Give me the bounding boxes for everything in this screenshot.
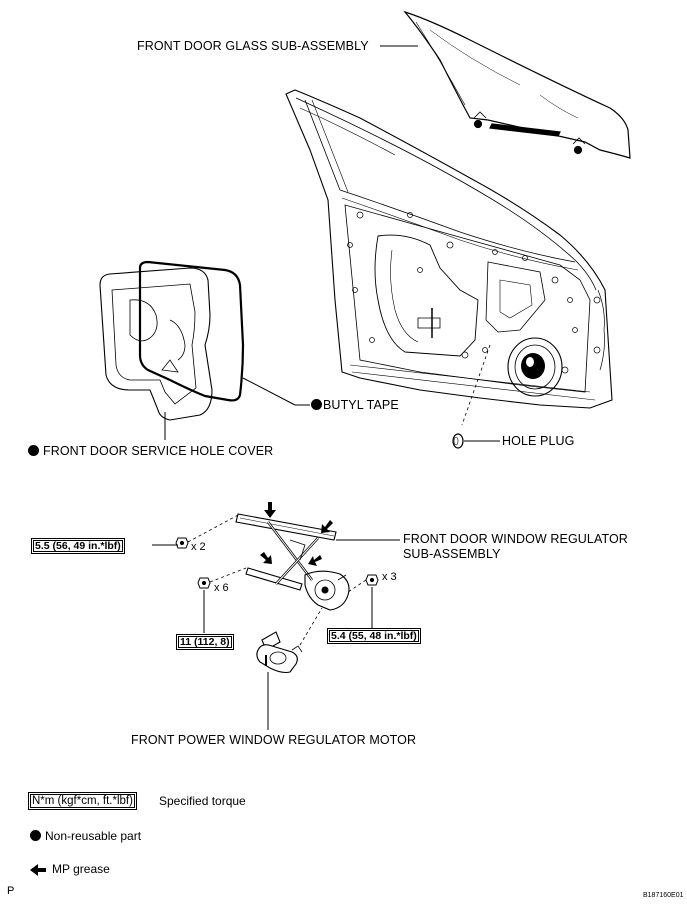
hole-plug-label: HOLE PLUG: [502, 434, 575, 448]
service-cover-label: FRONT DOOR SERVICE HOLE COVER: [28, 444, 273, 458]
hole-plug-dashed-leader: [461, 344, 491, 426]
hole-plug-icon: [452, 433, 464, 449]
bolt-dash-2: [209, 567, 247, 583]
bolt-dash-3: [347, 579, 367, 593]
grease-arrow-icon: [260, 502, 333, 566]
legend-nonreusable-text: Non-reusable part: [45, 829, 142, 843]
butyl-tape: [138, 260, 245, 402]
regulator-label-line2: SUB-ASSEMBLY: [403, 547, 501, 561]
service-hole-cover: [99, 267, 213, 421]
non-reusable-dot-icon: [28, 445, 39, 456]
regulator-label-line1: FRONT DOOR WINDOW REGULATOR: [403, 532, 628, 546]
legend-grease: MP grease: [52, 862, 110, 876]
non-reusable-dot-icon: [311, 399, 322, 410]
butyl-tape-text: BUTYL TAPE: [323, 398, 399, 412]
speaker-icon: [507, 337, 563, 397]
torque-spec-1: 5.5 (56, 49 in.*lbf): [31, 538, 125, 554]
motor-label: FRONT POWER WINDOW REGULATOR MOTOR: [131, 733, 417, 747]
page-mark: P: [7, 885, 15, 897]
window-regulator: [235, 513, 350, 611]
glass-label: FRONT DOOR GLASS SUB-ASSEMBLY: [137, 39, 369, 53]
torque-spec-2: 11 (112, 8): [176, 634, 234, 650]
legend-torque-unit: N*m (kgf*cm, ft.*lbf): [28, 792, 137, 810]
non-reusable-dot-icon: [30, 830, 41, 841]
service-cover-text: FRONT DOOR SERVICE HOLE COVER: [43, 444, 274, 458]
butyl-leader: [242, 377, 296, 406]
quantity-1: x 2: [191, 541, 206, 553]
quantity-2: x 6: [214, 582, 229, 594]
legend-nonreusable: Non-reusable part: [30, 829, 141, 843]
door-glass: [403, 10, 631, 159]
door-panel: [285, 89, 613, 409]
figure-id: B187160E01: [643, 892, 684, 899]
bolt-dash-1: [187, 513, 241, 543]
bolt-icon: [175, 537, 379, 589]
quantity-3: x 3: [382, 571, 397, 583]
regulator-motor: [256, 631, 303, 674]
legend-grease-arrow-icon: [30, 864, 46, 876]
motor-dash: [299, 607, 323, 646]
torque-spec-3: 5.4 (55, 48 in.*lbf): [327, 628, 421, 644]
butyl-tape-label: BUTYL TAPE: [311, 398, 399, 412]
legend-torque-desc: Specified torque: [159, 794, 246, 808]
